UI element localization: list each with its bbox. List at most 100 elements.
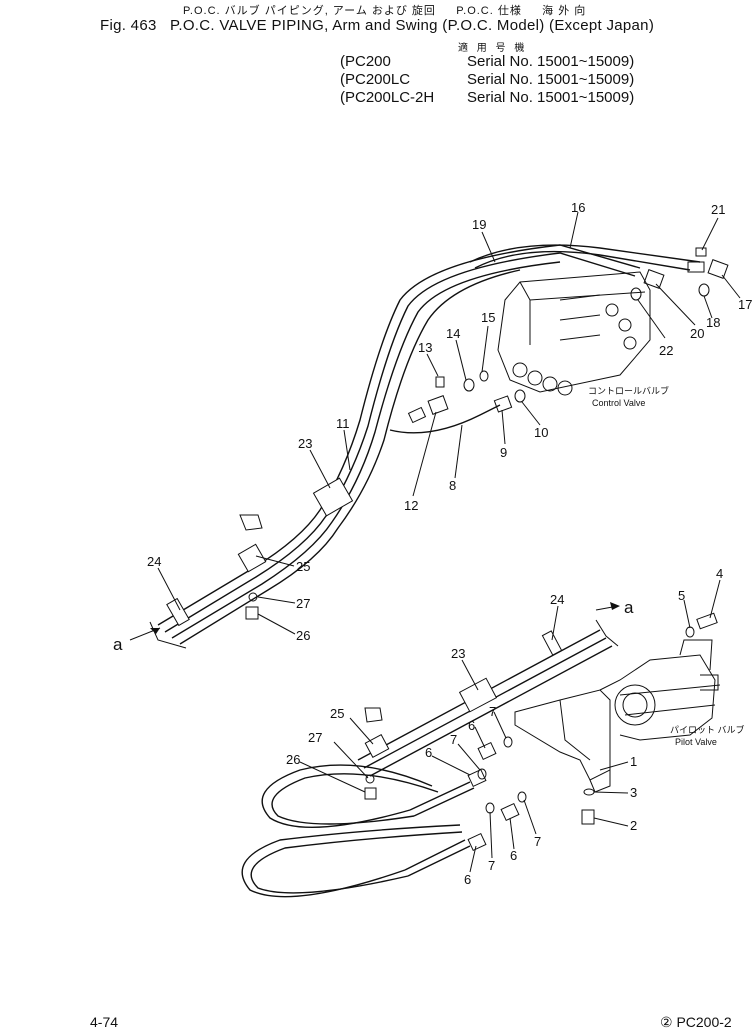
bolt-2: [581, 809, 595, 825]
fitting-6b: [477, 741, 497, 761]
japanese-title: P.O.C. バルブ パイピング, アーム および 旋回 P.O.C. 仕様 海…: [183, 5, 587, 17]
leaders-lower: [299, 579, 721, 873]
fitting-upper-left: [407, 406, 427, 424]
elbow-17: [707, 259, 729, 279]
callout-7: 7: [489, 704, 496, 719]
model-name: PC200LC-2H: [345, 89, 435, 106]
arrow-head-a-upper: [150, 628, 160, 634]
clamp-23-lower: [458, 677, 498, 713]
callout-21: 21: [711, 202, 725, 217]
callout-22: 22: [659, 343, 673, 358]
washer-27-upper: [248, 592, 258, 602]
fitting-right-mid: [687, 261, 705, 273]
callout-13: 13: [418, 340, 432, 355]
o-ring-10: [514, 389, 526, 403]
callout-15: 15: [481, 310, 495, 325]
fitting-6d: [500, 802, 520, 822]
serial-number: Serial No. 15001~15009: [467, 53, 630, 70]
callout-19: 19: [472, 217, 486, 232]
fitting-6a: [467, 768, 487, 788]
hose-16-outer: [474, 250, 691, 271]
o-ring-22: [630, 287, 642, 301]
callout-26: 26: [286, 752, 300, 767]
control-valve-jp-label: コントロールバルブ: [588, 385, 669, 396]
callout-23: 23: [451, 646, 465, 661]
hose-16: [469, 244, 701, 263]
bracket-upper: [239, 514, 263, 531]
callout-5: 5: [678, 588, 685, 603]
bracket-lower: [364, 707, 383, 723]
callout-27: 27: [296, 596, 310, 611]
control-valve: [497, 271, 651, 396]
pilot-valve-jp-label: パイロット バルブ: [670, 724, 745, 735]
callout-8: 8: [449, 478, 456, 493]
callouts-upper: 16 17 18 19 20 21 22 15 14 13 12 11 10 9…: [147, 200, 752, 643]
callout-27: 27: [308, 730, 322, 745]
callout-17: 17: [738, 297, 752, 312]
callout-16: 16: [571, 200, 585, 215]
o-ring-7a: [503, 736, 513, 748]
leaders-upper: [129, 211, 741, 641]
callout-18: 18: [706, 315, 720, 330]
model-name: PC200: [345, 53, 391, 70]
hose-straight-lower: [409, 781, 475, 817]
o-ring-7b: [477, 768, 487, 780]
fitting-6c: [467, 832, 487, 852]
callout-25: 25: [296, 559, 310, 574]
arrow-head-a-lower: [610, 602, 620, 610]
callout-3: 3: [630, 785, 637, 800]
model-name: PC200LC: [345, 71, 411, 88]
hose-loops-lower: [241, 764, 463, 898]
fitting-21: [695, 247, 707, 257]
callout-11: 11: [336, 416, 350, 431]
page-number: 4-74: [90, 1014, 119, 1030]
callout-4: 4: [716, 566, 723, 581]
model-footer: ② PC200-2: [660, 1014, 732, 1030]
fitting-20: [643, 269, 665, 289]
o-ring-14: [463, 378, 475, 392]
serial-number: Serial No. 15001~15009: [467, 89, 630, 106]
callout-14: 14: [446, 326, 460, 341]
callout-7: 7: [534, 834, 541, 849]
bolt-26-lower: [364, 787, 377, 800]
clamp-24-lower: [541, 630, 563, 656]
applicable-models-label: 適 用 号 機: [458, 43, 528, 54]
callout-6: 6: [464, 872, 471, 887]
clamp-25-lower: [364, 734, 390, 758]
callout-6: 6: [425, 745, 432, 760]
ref-a-lower: a: [624, 598, 634, 617]
clamp-24-upper: [166, 597, 190, 627]
callouts-lower: 24 23 25 27 26 6 7 6 7 5 4 1 3 2 7 6 7 6: [286, 566, 723, 887]
o-ring-7c: [485, 802, 495, 814]
bolt-26-upper: [245, 606, 259, 620]
callout-24: 24: [147, 554, 161, 569]
callout-7: 7: [488, 858, 495, 873]
serial-number: Serial No. 15001~15009: [467, 71, 630, 88]
callout-24: 24: [550, 592, 564, 607]
hose-8: [389, 404, 501, 434]
washer-5: [685, 626, 695, 638]
callout-23: 23: [298, 436, 312, 451]
fitting-9: [493, 395, 513, 413]
o-ring-7d: [517, 791, 527, 803]
callout-10: 10: [534, 425, 548, 440]
hose-bundle-upper: [149, 244, 641, 649]
hose-straight-lower-2: [404, 839, 471, 877]
callout-12: 12: [404, 498, 418, 513]
callout-25: 25: [330, 706, 344, 721]
o-ring-15: [479, 370, 489, 382]
control-valve-label: Control Valve: [592, 398, 645, 408]
callout-7: 7: [450, 732, 457, 747]
callout-2: 2: [630, 818, 637, 833]
callout-20: 20: [690, 326, 704, 341]
callout-1: 1: [630, 754, 637, 769]
elbow-12: [427, 395, 449, 415]
clamp-25-upper: [237, 543, 267, 573]
callout-6: 6: [510, 848, 517, 863]
callout-26: 26: [296, 628, 310, 643]
